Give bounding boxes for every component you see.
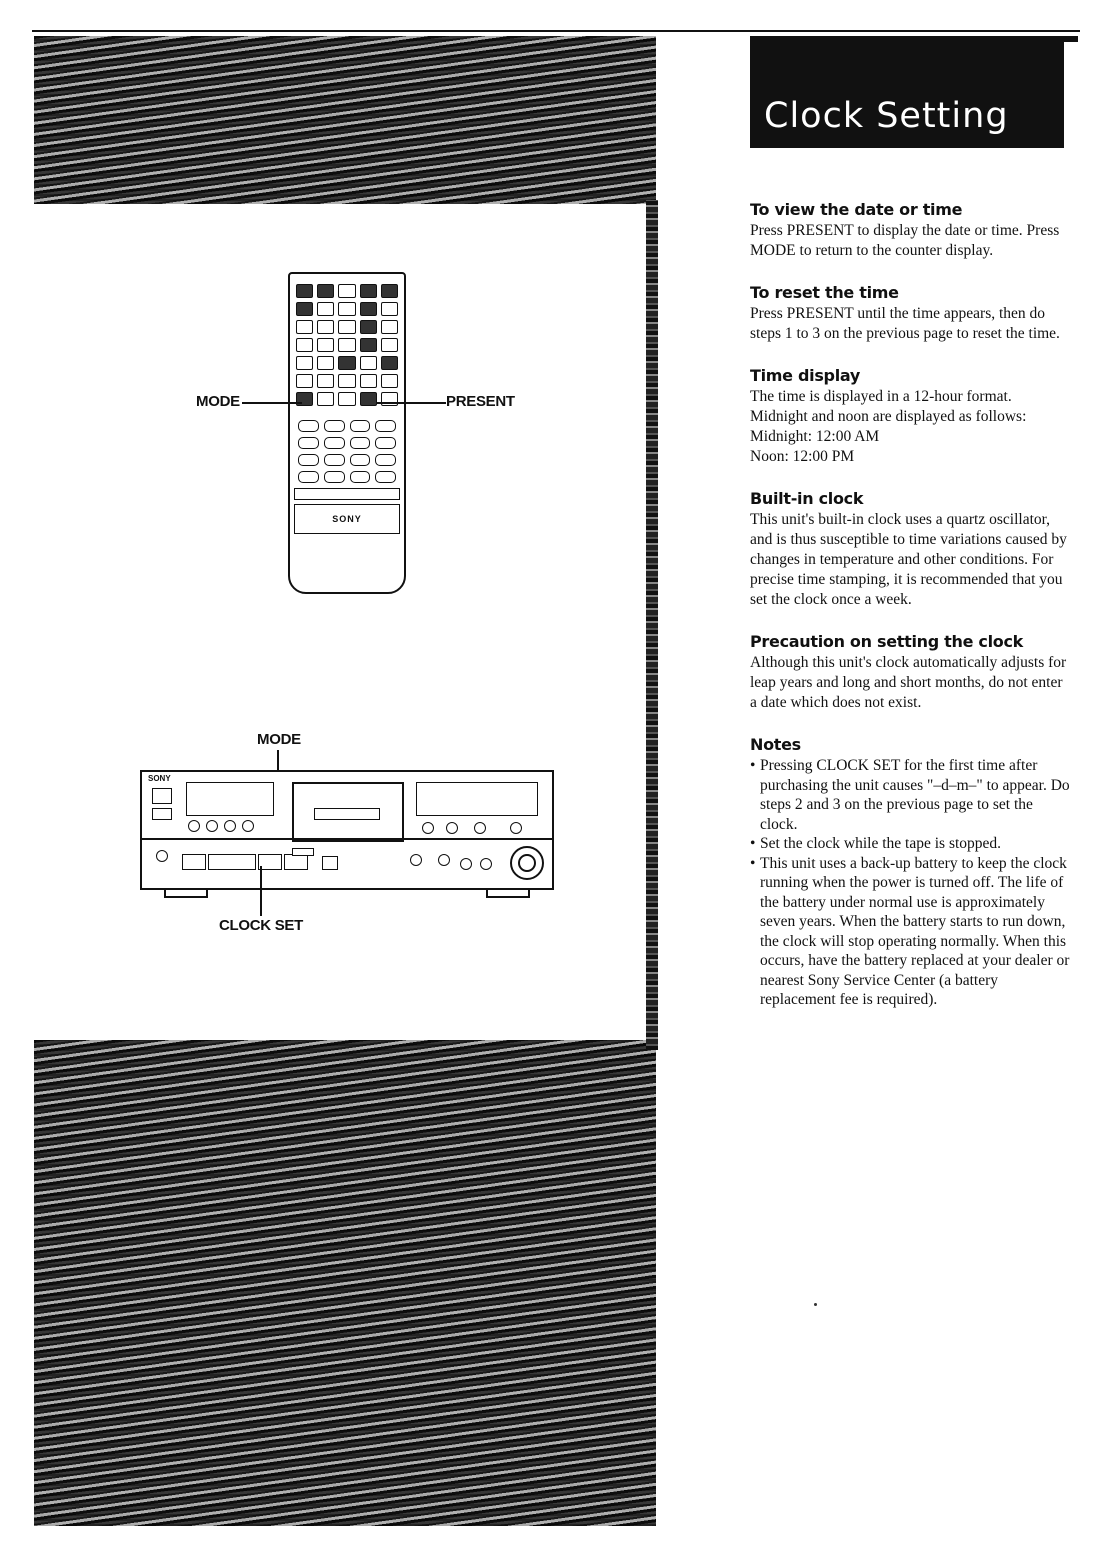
heading-time-display: Time display xyxy=(750,366,861,385)
callout-mode-remote: MODE xyxy=(196,393,240,410)
section-view-date-time: To view the date or time Press PRESENT t… xyxy=(750,200,1070,261)
text-precaution: Although this unit's clock automatically… xyxy=(750,654,1067,711)
note-item: Pressing CLOCK SET for the first time af… xyxy=(750,756,1070,834)
section-reset-time: To reset the time Press PRESENT until th… xyxy=(750,283,1070,344)
heading-precaution: Precaution on setting the clock xyxy=(750,632,1023,651)
title-banner: Clock Setting xyxy=(750,36,1078,148)
callout-line-clock-set xyxy=(260,866,262,916)
text-built-in-clock: This unit's built-in clock uses a quartz… xyxy=(750,511,1067,608)
text-noon: Noon: 12:00 PM xyxy=(750,448,855,465)
callout-line-present xyxy=(376,402,446,404)
deck-brand-logo: SONY xyxy=(148,774,171,783)
cassette-deck-illustration: SONY xyxy=(140,770,554,898)
section-notes: Notes Pressing CLOCK SET for the first t… xyxy=(750,735,1070,1010)
section-time-display: Time display The time is displayed in a … xyxy=(750,366,1070,467)
remote-slider xyxy=(294,488,400,500)
page-title: Clock Setting xyxy=(764,96,1009,136)
section-precaution: Precaution on setting the clock Although… xyxy=(750,632,1070,713)
remote-brand-panel xyxy=(294,504,400,534)
text-midnight: Midnight: 12:00 AM xyxy=(750,428,880,445)
remote-keypad xyxy=(296,284,398,406)
heading-view-date-time: To view the date or time xyxy=(750,200,963,219)
top-rule xyxy=(32,30,1080,32)
remote-transport-keys xyxy=(298,420,396,483)
volume-knob xyxy=(510,846,544,880)
heading-notes: Notes xyxy=(750,735,801,754)
cassette-compartment xyxy=(292,782,404,842)
scan-edge-strip xyxy=(646,200,658,1050)
note-item: This unit uses a back-up battery to keep… xyxy=(750,854,1070,1010)
callout-clock-set: CLOCK SET xyxy=(219,917,303,934)
note-item: Set the clock while the tape is stopped. xyxy=(750,834,1070,854)
instructions: To view the date or time Press PRESENT t… xyxy=(750,200,1070,1032)
notes-list: Pressing CLOCK SET for the first time af… xyxy=(750,756,1070,1010)
scan-speck xyxy=(814,1303,817,1306)
text-reset-time: Press PRESENT until the time appears, th… xyxy=(750,305,1060,342)
text-time-display: The time is displayed in a 12-hour forma… xyxy=(750,388,1027,425)
scan-texture-bottom xyxy=(34,1040,656,1526)
remote-control-illustration: SONY xyxy=(288,272,406,594)
callout-mode-deck: MODE xyxy=(257,731,301,748)
remote-brand-logo: SONY xyxy=(332,514,362,524)
section-built-in-clock: Built-in clock This unit's built-in cloc… xyxy=(750,489,1070,610)
text-view-date-time: Press PRESENT to display the date or tim… xyxy=(750,222,1060,259)
heading-reset-time: To reset the time xyxy=(750,283,899,302)
callout-line-mode-remote xyxy=(242,402,302,404)
scan-texture-top xyxy=(34,36,656,206)
callout-present: PRESENT xyxy=(446,393,515,410)
heading-built-in-clock: Built-in clock xyxy=(750,489,864,508)
